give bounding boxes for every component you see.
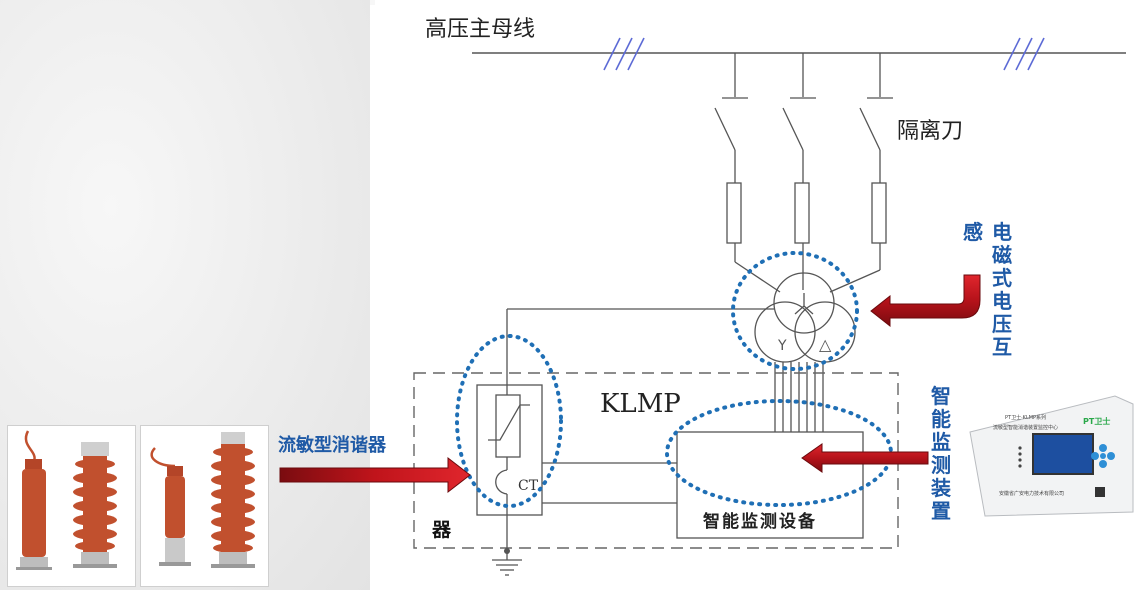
device-subtitle-text: 流敏型智能消谐装置监控中心 — [993, 425, 1059, 431]
flow-sensitive-eliminator — [476, 384, 677, 576]
arrow-to-transformer — [870, 274, 981, 328]
device-company-text: 安徽省广安电力技术有限公司 — [999, 491, 1065, 497]
monitor-device-box — [676, 431, 864, 539]
transformer-winding-delta: △ — [819, 335, 832, 354]
bus-title: 高压主母线 — [425, 17, 536, 42]
monitor-device-photo: PT卫士·KLMP系列 流敏型智能消谐装置监控中心 PT卫士 安徽省广安电力技术… — [965, 392, 1135, 520]
highlight-circles — [455, 251, 893, 508]
callout-pt-first-char: 感 — [963, 220, 983, 244]
highlight-transformer — [731, 251, 859, 371]
callout-eliminator: 流敏型消谐器 — [278, 435, 386, 456]
device-series-text: PT卫士·KLMP系列 — [1005, 415, 1047, 421]
ground-node — [504, 548, 510, 554]
callout-pt-vertical: 电磁式电压互 — [992, 220, 1012, 359]
callout-monitor-vertical: 智能监测装置 — [931, 384, 951, 523]
eliminator-photo-2 — [140, 425, 269, 587]
callout-eliminator-tail: 器 — [432, 519, 452, 541]
arrow-to-monitor — [801, 443, 929, 473]
monitor-device-label: 智能监测设备 — [703, 511, 817, 532]
busbar-hatch-left — [603, 37, 645, 71]
device-brand-logo: PT卫士 — [1083, 417, 1111, 426]
highlight-eliminator — [455, 334, 563, 508]
ct-label: CT — [518, 478, 539, 494]
transformer-winding-y: Y — [777, 338, 787, 354]
busbar-hatch-right — [1003, 37, 1045, 71]
disconnector-label: 隔离刀 — [897, 119, 964, 144]
arrows — [279, 274, 981, 494]
klmp-label: KLMP — [600, 389, 681, 419]
eliminator-photo-1 — [7, 425, 136, 587]
arrow-to-eliminator — [279, 456, 471, 494]
voltage-transformer — [754, 272, 856, 363]
phase-branches — [714, 53, 893, 293]
